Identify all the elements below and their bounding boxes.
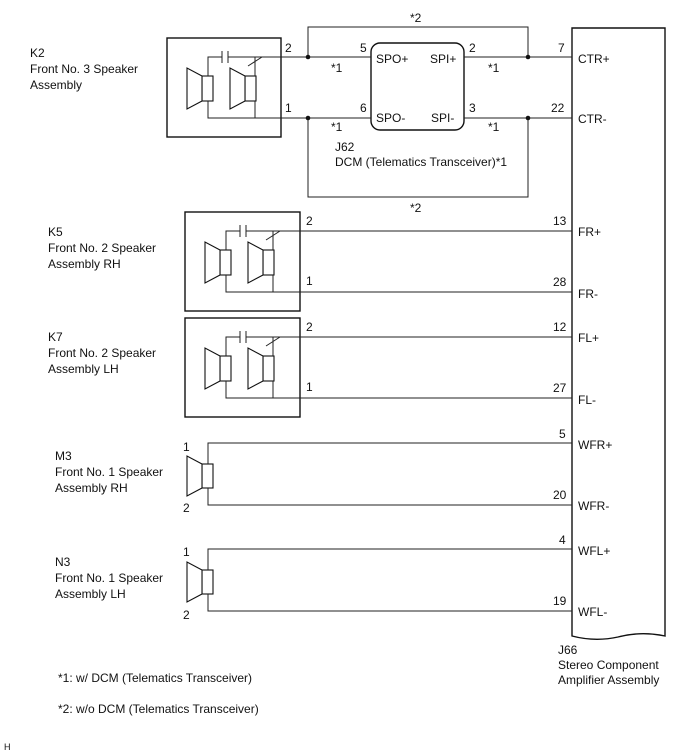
amp-pin-num-12: 12 xyxy=(553,320,567,334)
dcm-code: J62 xyxy=(335,140,355,154)
k7-code: K7 xyxy=(48,330,63,344)
dcm-pin-num-6: 6 xyxy=(360,101,367,115)
amp-pin-num-4: 4 xyxy=(559,533,566,547)
amp-pin-label-fl-minus: FL- xyxy=(578,393,596,407)
k2-box xyxy=(166,37,282,138)
amplifier-name-line1: Stereo Component xyxy=(558,658,659,672)
note-star1-spi-plus: *1 xyxy=(488,61,500,75)
k5-line2: Assembly RH xyxy=(48,257,121,271)
dcm-name: DCM (Telematics Transceiver)*1 xyxy=(335,155,507,169)
k7-box xyxy=(184,317,301,418)
k2-wiring xyxy=(281,26,572,198)
dcm-pin-num-2: 2 xyxy=(469,41,476,55)
dcm-pin-label-spi-plus: SPI+ xyxy=(430,52,456,66)
amp-pin-label-fl-plus: FL+ xyxy=(578,331,599,345)
note-star2-top: *2 xyxy=(410,11,422,25)
n3-code: N3 xyxy=(55,555,71,569)
k7-pin-bottom: 1 xyxy=(306,380,313,394)
n3-speaker-icon xyxy=(186,561,214,603)
k7-line2: Assembly LH xyxy=(48,362,119,376)
k5-line1: Front No. 2 Speaker xyxy=(48,241,156,255)
amp-pin-label-wfr-plus: WFR+ xyxy=(578,438,612,452)
note-2: *2: w/o DCM (Telematics Transceiver) xyxy=(58,702,259,716)
m3-wiring xyxy=(207,442,572,506)
amplifier-code: J66 xyxy=(558,643,578,657)
k5-code: K5 xyxy=(48,225,63,239)
amp-pin-label-wfl-minus: WFL- xyxy=(578,605,607,619)
note-star1-spi-minus: *1 xyxy=(488,120,500,134)
k5-wiring xyxy=(273,230,572,293)
m3-pin-bottom: 2 xyxy=(183,501,190,515)
dcm-box xyxy=(370,42,465,131)
amp-pin-num-20: 20 xyxy=(553,488,567,502)
amp-pin-label-fr-minus: FR- xyxy=(578,287,598,301)
dcm-pin-label-spo-plus: SPO+ xyxy=(376,52,408,66)
dcm-pin-num-3: 3 xyxy=(469,101,476,115)
k2-pin-top: 2 xyxy=(285,41,292,55)
n3-pin-bottom: 2 xyxy=(183,608,190,622)
amp-pin-num-27: 27 xyxy=(553,381,567,395)
dcm-pin-label-spo-minus: SPO- xyxy=(376,111,405,125)
n3-line1: Front No. 1 Speaker xyxy=(55,571,163,585)
amp-pin-label-ctr-plus: CTR+ xyxy=(578,52,610,66)
amp-pin-num-28: 28 xyxy=(553,275,567,289)
k5-speaker-icon xyxy=(204,225,281,293)
m3-pin-top: 1 xyxy=(183,440,190,454)
n3-wiring xyxy=(207,548,572,612)
footer-mark: H xyxy=(4,742,11,752)
k7-speaker-icon xyxy=(204,331,281,399)
amp-pin-label-ctr-minus: CTR- xyxy=(578,112,607,126)
m3-line2: Assembly RH xyxy=(55,481,128,495)
dcm-pin-label-spi-minus: SPI- xyxy=(431,111,454,125)
k2-line1: Front No. 3 Speaker xyxy=(30,62,138,76)
m3-code: M3 xyxy=(55,449,72,463)
k5-pin-top: 2 xyxy=(306,214,313,228)
amp-pin-label-wfl-plus: WFL+ xyxy=(578,544,610,558)
amp-pin-label-fr-plus: FR+ xyxy=(578,225,601,239)
m3-line1: Front No. 1 Speaker xyxy=(55,465,163,479)
amp-pin-num-22: 22 xyxy=(551,101,565,115)
amp-pin-label-wfr-minus: WFR- xyxy=(578,499,609,513)
amp-pin-num-5: 5 xyxy=(559,427,566,441)
dcm-pin-num-5: 5 xyxy=(360,41,367,55)
note-1: *1: w/ DCM (Telematics Transceiver) xyxy=(58,671,252,685)
k2-speaker-icon xyxy=(186,51,281,119)
note-star1-spo-plus: *1 xyxy=(331,61,343,75)
k5-pin-bottom: 1 xyxy=(306,274,313,288)
k5-box xyxy=(184,211,301,312)
k7-pin-top: 2 xyxy=(306,320,313,334)
amp-pin-num-7: 7 xyxy=(558,41,565,55)
n3-pin-top: 1 xyxy=(183,545,190,559)
amplifier-box xyxy=(571,27,666,640)
m3-speaker-icon xyxy=(186,455,214,497)
amp-pin-num-19: 19 xyxy=(553,594,567,608)
amp-pin-num-13: 13 xyxy=(553,214,567,228)
k2-pin-bottom: 1 xyxy=(285,101,292,115)
note-star2-bottom: *2 xyxy=(410,201,422,215)
amplifier-name-line2: Amplifier Assembly xyxy=(558,673,659,687)
k2-line2: Assembly xyxy=(30,78,82,92)
n3-line2: Assembly LH xyxy=(55,587,126,601)
note-star1-spo-minus: *1 xyxy=(331,120,343,134)
k7-wiring xyxy=(273,336,572,399)
k2-code: K2 xyxy=(30,46,45,60)
k7-line1: Front No. 2 Speaker xyxy=(48,346,156,360)
